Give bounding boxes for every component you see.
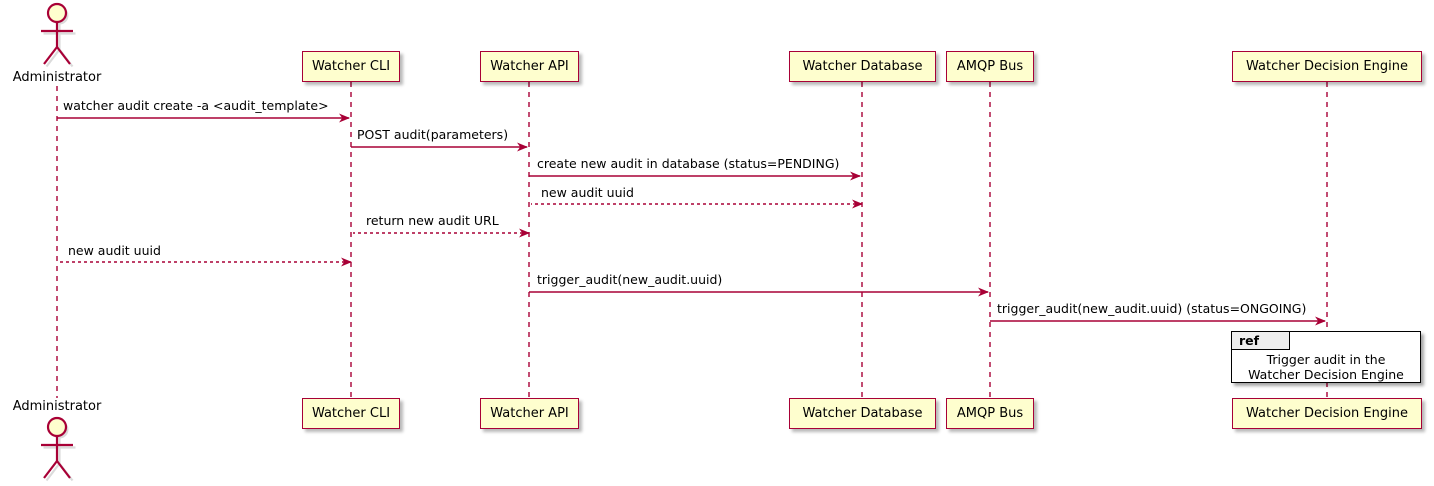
message-label-return-new-audit-url: return new audit URL: [366, 213, 499, 228]
ref-fragment[interactable]: ref Trigger audit in the Watcher Decisio…: [1231, 331, 1421, 383]
participant-box-watcher-api-bottom[interactable]: Watcher API: [480, 398, 579, 429]
lifelines: [56, 82, 1328, 398]
participant-label-amqp-bus: AMQP Bus: [956, 59, 1024, 74]
actor-administrator-top: [41, 2, 76, 68]
participant-box-amqp-bus-bottom[interactable]: AMQP Bus: [946, 398, 1034, 429]
actor-label-administrator-bottom: Administrator: [12, 399, 102, 414]
ref-fragment-text: Trigger audit in the Watcher Decision En…: [1248, 352, 1404, 382]
actor-administrator-bottom: [41, 416, 76, 482]
message-label-trigger-audit: trigger_audit(new_audit.uuid): [537, 272, 723, 287]
participant-label-watcher-cli: Watcher CLI: [311, 59, 391, 74]
message-label-post-audit: POST audit(parameters): [357, 127, 509, 142]
participant-label-watcher-decision-engine: Watcher Decision Engine: [1246, 59, 1408, 74]
message-label-new-audit-uuid-db: new audit uuid: [541, 185, 634, 200]
ref-fragment-tag: ref: [1239, 333, 1260, 348]
participant-label-watcher-cli-bottom: Watcher CLI: [311, 406, 391, 421]
participant-box-watcher-database-top[interactable]: Watcher Database: [789, 51, 936, 82]
participant-box-watcher-cli-top[interactable]: Watcher CLI: [302, 51, 400, 82]
participant-label-amqp-bus-bottom: AMQP Bus: [956, 406, 1024, 421]
participant-label-watcher-api-bottom: Watcher API: [490, 406, 569, 421]
message-arrows: [57, 113, 1326, 326]
participant-box-amqp-bus-top[interactable]: AMQP Bus: [946, 51, 1034, 82]
participant-box-watcher-decision-engine-top[interactable]: Watcher Decision Engine: [1232, 51, 1422, 82]
message-label-new-audit-uuid-cli: new audit uuid: [68, 243, 161, 258]
participant-box-watcher-database-bottom[interactable]: Watcher Database: [789, 398, 936, 429]
ref-fragment-tab: ref: [1232, 332, 1290, 350]
participant-label-watcher-api: Watcher API: [490, 59, 569, 74]
participant-box-watcher-decision-engine-bottom[interactable]: Watcher Decision Engine: [1232, 398, 1422, 429]
participant-label-watcher-decision-engine-bottom: Watcher Decision Engine: [1246, 406, 1408, 421]
participant-label-watcher-database: Watcher Database: [802, 59, 923, 74]
message-label-trigger-audit-ongoing: trigger_audit(new_audit.uuid) (status=ON…: [997, 301, 1307, 316]
participant-box-watcher-cli-bottom[interactable]: Watcher CLI: [302, 398, 400, 429]
message-label-watcher-audit-create: watcher audit create -a <audit_template>: [63, 98, 329, 113]
message-label-create-new-audit: create new audit in database (status=PEN…: [537, 156, 840, 171]
actor-label-administrator-top: Administrator: [12, 70, 102, 85]
participant-box-watcher-api-top[interactable]: Watcher API: [480, 51, 579, 82]
participant-label-watcher-database-bottom: Watcher Database: [802, 406, 923, 421]
